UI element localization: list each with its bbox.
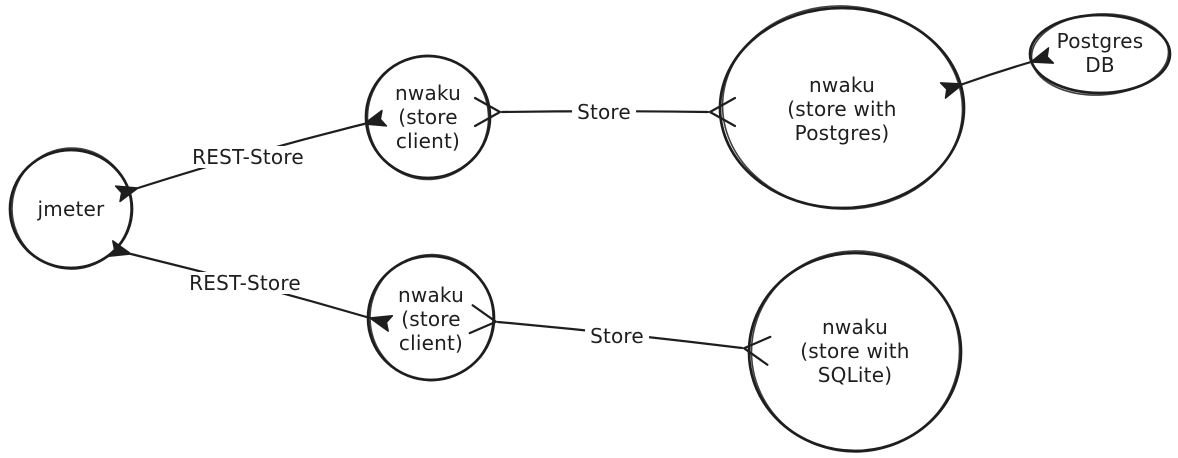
circle-sketch-stroke <box>750 250 961 453</box>
edge-rest-store-bottom-arrow[interactable] <box>107 240 394 332</box>
node-postgres-db-ellipse[interactable] <box>1028 10 1172 98</box>
edge-postgres-db-link-arrow[interactable] <box>939 47 1055 99</box>
node-label-nwaku-store-client-bottom[interactable]: nwaku (store client) <box>398 283 464 355</box>
node-jmeter-circle[interactable] <box>8 144 135 273</box>
arrowhead-filled-icon <box>1030 47 1055 64</box>
arrowhead-filled-icon <box>107 240 132 258</box>
edge-label-rest-store-top[interactable]: REST-Store <box>187 146 309 168</box>
node-label-jmeter[interactable]: jmeter <box>37 197 105 221</box>
ellipse-sketch-stroke <box>1030 13 1170 96</box>
circle-outline <box>718 6 966 210</box>
arrowhead-filled-icon <box>114 185 139 203</box>
circle-sketch-stroke <box>721 5 964 210</box>
arrow-line <box>961 60 1033 86</box>
arrowhead-filled-icon <box>939 82 964 99</box>
node-label-nwaku-store-client-top[interactable]: nwaku (store client) <box>395 81 461 153</box>
arrowhead-open-icon <box>708 96 737 128</box>
arrowhead-open-icon <box>742 335 772 366</box>
ellipse-outline <box>1028 13 1172 95</box>
node-nwaku-store-postgres-circle[interactable] <box>717 0 967 215</box>
arrowhead-filled-icon <box>363 109 388 127</box>
edge-label-store-bottom[interactable]: Store <box>585 325 649 347</box>
arrowhead-open-icon <box>473 96 502 128</box>
arrowhead-open-icon <box>468 304 498 335</box>
node-label-postgres-db[interactable]: Postgres DB <box>1056 29 1144 77</box>
arrowhead-filled-icon <box>369 314 394 332</box>
circle-sketch-stroke <box>11 147 132 270</box>
circle-outline <box>8 148 134 270</box>
node-label-nwaku-store-postgres[interactable]: nwaku (store with Postgres) <box>787 73 897 145</box>
edge-label-store-top[interactable]: Store <box>572 101 636 123</box>
edge-label-rest-store-bottom[interactable]: REST-Store <box>184 272 306 294</box>
node-label-nwaku-store-sqlite[interactable]: nwaku (store with SQLite) <box>800 315 910 387</box>
